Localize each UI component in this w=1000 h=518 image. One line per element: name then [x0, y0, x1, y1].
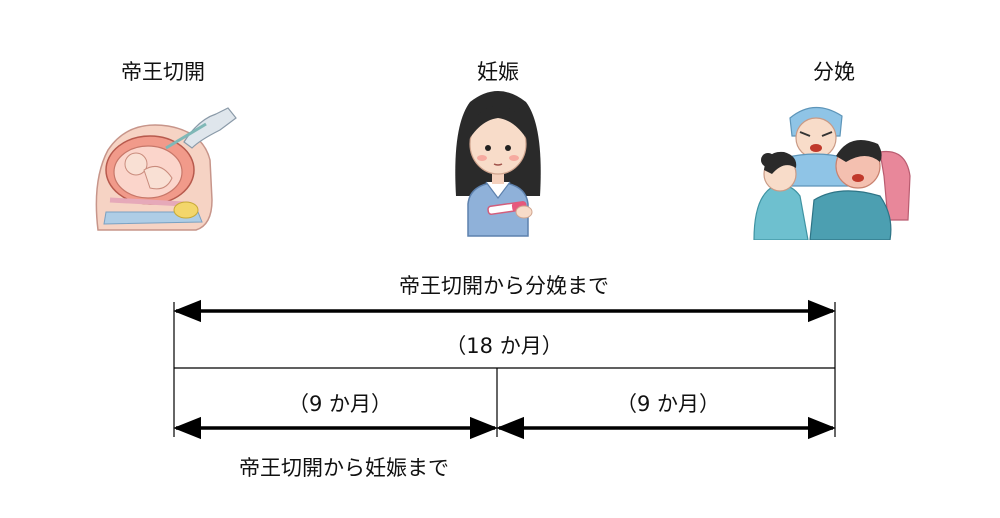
first-span-label: 帝王切開から妊娠まで	[239, 456, 449, 480]
delivery-illustration	[753, 106, 911, 240]
second-span-duration: （9 か月）	[615, 392, 721, 416]
cesarean-illustration	[95, 107, 237, 231]
first-span-duration: （9 か月）	[287, 392, 393, 416]
event-label-cesarean: 帝王切開	[121, 60, 205, 84]
total-span-label: 帝王切開から分娩まで	[399, 274, 609, 298]
event-label-pregnancy: 妊娠	[477, 60, 519, 84]
event-label-delivery: 分娩	[813, 60, 855, 84]
pregnancy-illustration	[455, 91, 541, 237]
total-span-duration: （18 か月）	[445, 334, 563, 358]
